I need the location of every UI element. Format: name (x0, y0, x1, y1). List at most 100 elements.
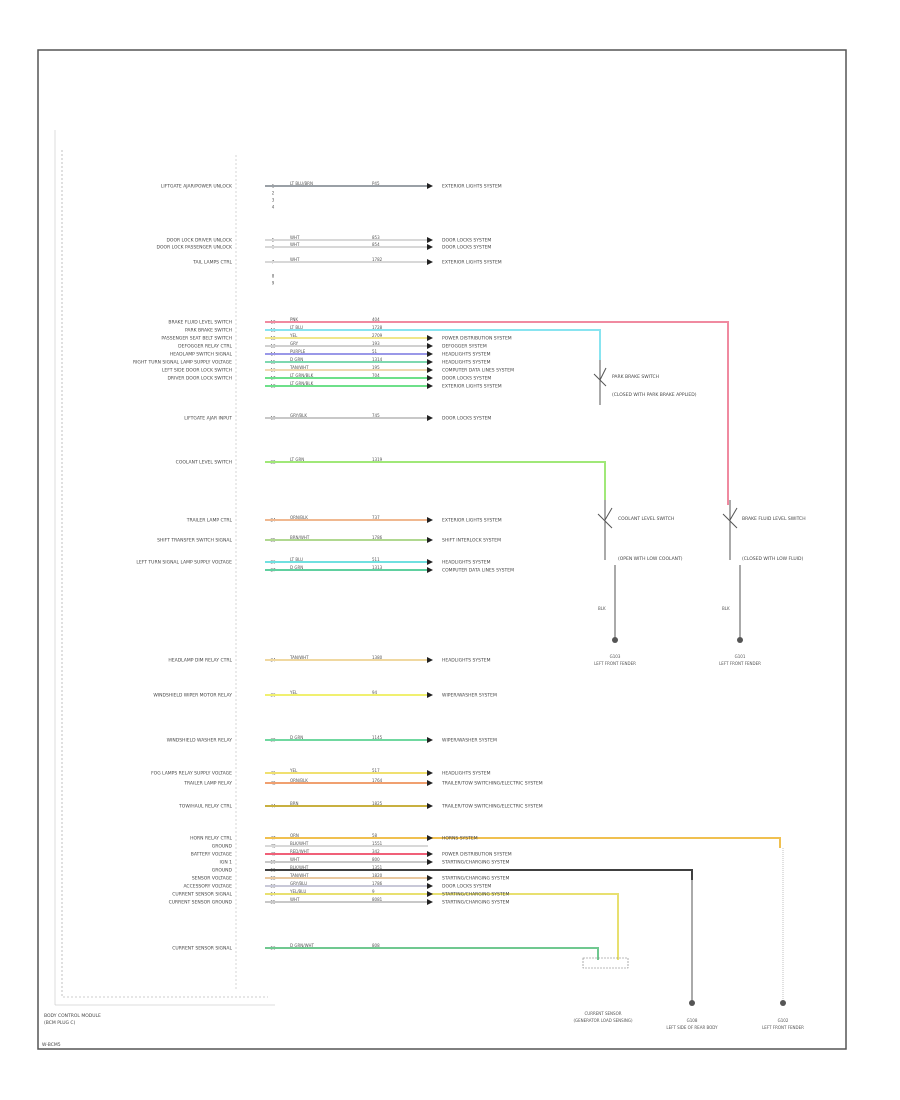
system-reference-link[interactable]: POWER DISTRIBUTION SYSTEM (442, 336, 512, 342)
park-brake-switch-note: (CLOSED WITH PARK BRAKE APPLIED) (612, 392, 697, 398)
circuit-number: 58 (372, 833, 378, 838)
circuit-function-label: SHIFT TRANSFER SWITCH SIGNAL (157, 538, 232, 544)
circuit-function-label: CURRENT SENSOR GROUND (169, 900, 233, 906)
circuit-function-label: CURRENT SENSOR SIGNAL (172, 892, 232, 898)
system-reference-link[interactable]: DEFOGGER SYSTEM (442, 344, 487, 350)
coolant-level-switch: COOLANT LEVEL SWITCH (OPEN WITH LOW COOL… (594, 500, 683, 666)
circuit-number: 854 (372, 242, 380, 247)
wire-color-code: WHT (290, 242, 300, 247)
circuit-function-label: COOLANT LEVEL SWITCH (176, 460, 232, 466)
circuit-function-label: HEADLAMP DIM RELAY CTRL (168, 658, 232, 664)
connector-arrow-icon (427, 351, 433, 357)
connector-arrow-icon (427, 343, 433, 349)
circuit-function-label: RIGHT TURN SIGNAL LAMP SUPPLY VOLTAGE (133, 360, 232, 366)
circuit-number: 1314 (372, 357, 383, 362)
system-reference-link[interactable]: DOOR LOCKS SYSTEM (442, 376, 491, 382)
circuit-number: 1764 (372, 778, 383, 783)
connector-arrow-icon (427, 803, 433, 809)
circuit-number: 1782 (372, 257, 383, 262)
circuit-number: 1786 (372, 881, 383, 886)
circuit-number: 1145 (372, 735, 383, 740)
wire-color-code: TAN/WHT (289, 365, 309, 370)
circuit-number: 1820 (372, 873, 383, 878)
circuit-function-label: SENSOR VOLTAGE (192, 876, 232, 882)
ground-g103-name: G103 (610, 654, 621, 659)
connector-arrow-icon (427, 537, 433, 543)
system-reference-link[interactable]: HEADLIGHTS SYSTEM (442, 360, 491, 366)
module-boundary (61, 150, 268, 998)
system-reference-link[interactable]: HEADLIGHTS SYSTEM (442, 658, 491, 664)
circuit-function-label: TRAILER LAMP CTRL (186, 518, 233, 524)
system-reference-link[interactable]: POWER DISTRIBUTION SYSTEM (442, 852, 512, 858)
system-reference-link[interactable]: TRAILER/TOW SWITCHING/ELECTRIC SYSTEM (441, 781, 543, 787)
circuit-function-label: LIFTGATE AJAR/POWER UNLOCK (161, 184, 233, 190)
circuit-function-label: LEFT TURN SIGNAL LAMP SUPPLY VOLTAGE (136, 560, 232, 566)
system-reference-link[interactable]: DOOR LOCKS SYSTEM (442, 884, 491, 890)
circuit-number: 9 (372, 889, 375, 894)
circuit-function-label: TAIL LAMPS CTRL (192, 260, 232, 266)
connector-arrow-icon (427, 415, 433, 421)
current-sensor-label: CURRENT SENSOR (584, 1011, 621, 1016)
connector-arrow-icon (427, 891, 433, 897)
system-reference-link[interactable]: TRAILER/TOW SWITCHING/ELECTRIC SYSTEM (441, 804, 543, 810)
system-reference-link[interactable]: HEADLIGHTS SYSTEM (442, 352, 491, 358)
circuit-function-label: BRAKE FLUID LEVEL SWITCH (168, 320, 232, 326)
system-reference-link[interactable]: STARTING/CHARGING SYSTEM (442, 860, 509, 866)
wire-color-code: YEL (289, 690, 298, 695)
system-reference-link[interactable]: STARTING/CHARGING SYSTEM (442, 900, 509, 906)
system-reference-link[interactable]: SHIFT INTERLOCK SYSTEM (442, 538, 501, 544)
coolant-ground-wire-label: BLK (598, 606, 606, 611)
brake-fluid-level-switch: BRAKE FLUID LEVEL SWITCH (CLOSED WITH LO… (719, 500, 806, 666)
connector-arrow-icon (427, 335, 433, 341)
wire-color-code: D GRN (290, 735, 303, 740)
wire-color-code: BLK/WHT (290, 841, 309, 846)
connector-arrow-icon (427, 859, 433, 865)
ground-g102-label: LEFT FRONT FENDER (762, 1025, 804, 1030)
system-reference-link[interactable]: EXTERIOR LIGHTS SYSTEM (442, 184, 502, 190)
connector-arrow-icon (427, 359, 433, 365)
system-reference-link[interactable]: HORNS SYSTEM (442, 836, 478, 842)
connector-arrow-icon (427, 517, 433, 523)
system-reference-link[interactable]: EXTERIOR LIGHTS SYSTEM (442, 518, 502, 524)
circuit-number: 342 (372, 849, 380, 854)
system-reference-link[interactable]: WIPER/WASHER SYSTEM (442, 693, 497, 699)
system-reference-link[interactable]: COMPUTER DATA LINES SYSTEM (442, 568, 514, 574)
system-reference-link[interactable]: DOOR LOCKS SYSTEM (442, 245, 491, 251)
circuit-function-label: HEADLAMP SWITCH SIGNAL (170, 352, 233, 358)
ground-g101-icon (737, 637, 743, 643)
system-reference-link[interactable]: DOOR LOCKS SYSTEM (442, 238, 491, 244)
wire-color-code: LT GRN (290, 457, 304, 462)
circuit-number: 745 (372, 413, 380, 418)
connector-arrow-icon (427, 737, 433, 743)
ground-g102: G102 LEFT FRONT FENDER (762, 848, 804, 1030)
park-brake-switch: PARK BRAKE SWITCH (CLOSED WITH PARK BRAK… (593, 360, 697, 405)
wire-color-code: YEL/BLU (289, 889, 306, 894)
ground-g101-name: G101 (735, 654, 746, 659)
connector-arrow-icon (427, 899, 433, 905)
module-sub: (BCM PLUG C) (44, 1020, 76, 1026)
circuit-number: 704 (372, 373, 380, 378)
system-reference-link[interactable]: EXTERIOR LIGHTS SYSTEM (442, 384, 502, 390)
wire-color-code: YEL (289, 768, 298, 773)
system-reference-link[interactable]: STARTING/CHARGING SYSTEM (442, 892, 509, 898)
wire-color-code: D GRN (290, 565, 303, 570)
brake-fluid-switch-label: BRAKE FLUID LEVEL SWITCH (742, 516, 806, 522)
diagram-footer-id: W-BCM5 (42, 1042, 61, 1048)
wire-color-code: GRY/BLK (290, 413, 307, 418)
wire (265, 321, 729, 505)
system-reference-link[interactable]: EXTERIOR LIGHTS SYSTEM (442, 260, 502, 266)
system-reference-link[interactable]: COMPUTER DATA LINES SYSTEM (442, 368, 514, 374)
system-reference-link[interactable]: HEADLIGHTS SYSTEM (442, 560, 491, 566)
connector-arrow-icon (427, 851, 433, 857)
wire-color-code: LT BLU (290, 557, 303, 562)
circuit-number: 800 (372, 857, 380, 862)
circuit-function-label: HORN RELAY CTRL (190, 836, 232, 842)
system-reference-link[interactable]: DOOR LOCKS SYSTEM (442, 416, 491, 422)
ground-g108-name: G108 (687, 1018, 698, 1023)
system-reference-link[interactable]: STARTING/CHARGING SYSTEM (442, 876, 509, 882)
system-reference-link[interactable]: WIPER/WASHER SYSTEM (442, 738, 497, 744)
wire (265, 461, 606, 500)
system-reference-link[interactable]: HEADLIGHTS SYSTEM (442, 771, 491, 777)
wire-color-code: BRN/WHT (290, 535, 310, 540)
